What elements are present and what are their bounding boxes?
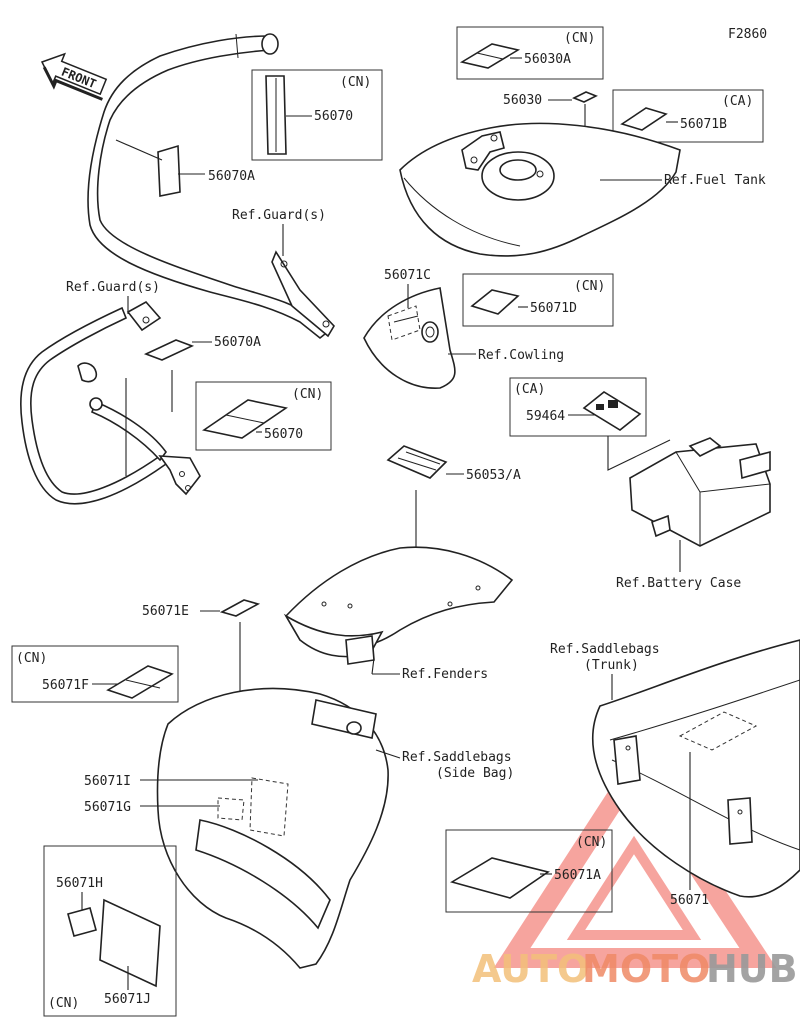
- label-56071b: 56071B: [680, 117, 727, 132]
- label-56071h: 56071H: [56, 876, 103, 891]
- label-ref-cowling: Ref.Cowling: [478, 348, 564, 363]
- tag-ca-56071b: (CA): [722, 94, 753, 109]
- guard-left: [20, 300, 201, 505]
- label-56071: 56071: [670, 893, 709, 908]
- label-ref-saddlebags-side-2: (Side Bag): [436, 766, 514, 781]
- label-59464: 59464: [526, 409, 565, 424]
- watermark-text: AUTO MOTO HUB: [472, 947, 798, 991]
- label-56071f: 56071F: [42, 678, 89, 693]
- tag-cn-56070-top: (CN): [340, 75, 371, 90]
- label-ref-saddlebags-trunk-1: Ref.Saddlebags: [550, 642, 660, 657]
- watermark-moto: MOTO: [582, 947, 710, 991]
- fenders: [283, 546, 514, 665]
- label-56053a: 56053/A: [466, 468, 521, 483]
- label-56070a-mid: 56070A: [214, 335, 261, 350]
- label-56070-top: 56070: [314, 109, 353, 124]
- tag-cn-56071f: (CN): [16, 651, 47, 666]
- fuel-tank: [399, 122, 681, 257]
- leader-ref-side-bag: [375, 749, 401, 759]
- cowling: [363, 287, 456, 389]
- label-56071i: 56071I: [84, 774, 131, 789]
- label-56071a: 56071A: [554, 868, 601, 883]
- label-ref-guards-left: Ref.Guard(s): [66, 280, 160, 295]
- tag-cn-56030a: (CN): [564, 31, 595, 46]
- cn-box-56071f: (CN) 56071F: [11, 645, 179, 703]
- figure-code: F2860: [728, 27, 767, 42]
- watermark-auto: AUTO: [472, 947, 589, 991]
- ca-box-59464: (CA) 59464: [509, 377, 671, 471]
- saddlebag-side: [156, 687, 389, 969]
- label-56071g: 56071G: [84, 800, 131, 815]
- part-56071e: [219, 599, 261, 617]
- leader-ref-fenders-a: [371, 657, 375, 675]
- label-ref-fenders: Ref.Fenders: [402, 667, 488, 682]
- battery-case: [629, 437, 771, 572]
- part-56030: [572, 91, 598, 103]
- label-56071e: 56071E: [142, 604, 189, 619]
- label-ref-guards-top: Ref.Guard(s): [232, 208, 326, 223]
- tag-cn-56071d: (CN): [574, 279, 605, 294]
- label-56070a-top: 56070A: [208, 169, 255, 184]
- cn-box-56070-top: (CN) 56070: [251, 69, 383, 161]
- tag-cn-56071hj: (CN): [48, 996, 79, 1011]
- tag-cn-56071a: (CN): [576, 835, 607, 850]
- label-ref-fuel-tank: Ref.Fuel Tank: [664, 173, 766, 188]
- watermark-hub: HUB: [706, 947, 798, 991]
- saddlebag-trunk: [592, 639, 800, 898]
- label-56071j: 56071J: [104, 992, 151, 1007]
- cn-box-56071a: (CN) 56071A: [445, 829, 613, 913]
- label-ref-saddlebags-trunk-2: (Trunk): [584, 658, 639, 673]
- tag-cn-56070-mid: (CN): [292, 387, 323, 402]
- tag-ca-59464: (CA): [514, 382, 545, 397]
- label-ref-battery-case: Ref.Battery Case: [616, 576, 741, 591]
- front-arrow-icon: FRONT: [40, 52, 108, 101]
- guard-top-left: [87, 33, 335, 340]
- cn-box-56070-mid: (CN) 56070: [195, 381, 332, 451]
- label-56070-mid: 56070: [264, 427, 303, 442]
- cn-box-56071hj: 56071H 56071J (CN): [43, 845, 177, 1017]
- label-56030a: 56030A: [524, 52, 571, 67]
- label-56030: 56030: [503, 93, 542, 108]
- part-56070a-top: 56070A: [115, 139, 255, 197]
- cn-box-56071d: (CN) 56071D: [462, 273, 614, 327]
- cn-box-56030a: (CN) 56030A: [456, 26, 604, 80]
- label-56071c: 56071C: [384, 268, 431, 283]
- label-56071d: 56071D: [530, 301, 577, 316]
- part-56070a-mid: 56070A: [125, 335, 261, 476]
- label-ref-saddlebags-side-1: Ref.Saddlebags: [402, 750, 512, 765]
- part-56053a: 56053/A: [386, 445, 521, 572]
